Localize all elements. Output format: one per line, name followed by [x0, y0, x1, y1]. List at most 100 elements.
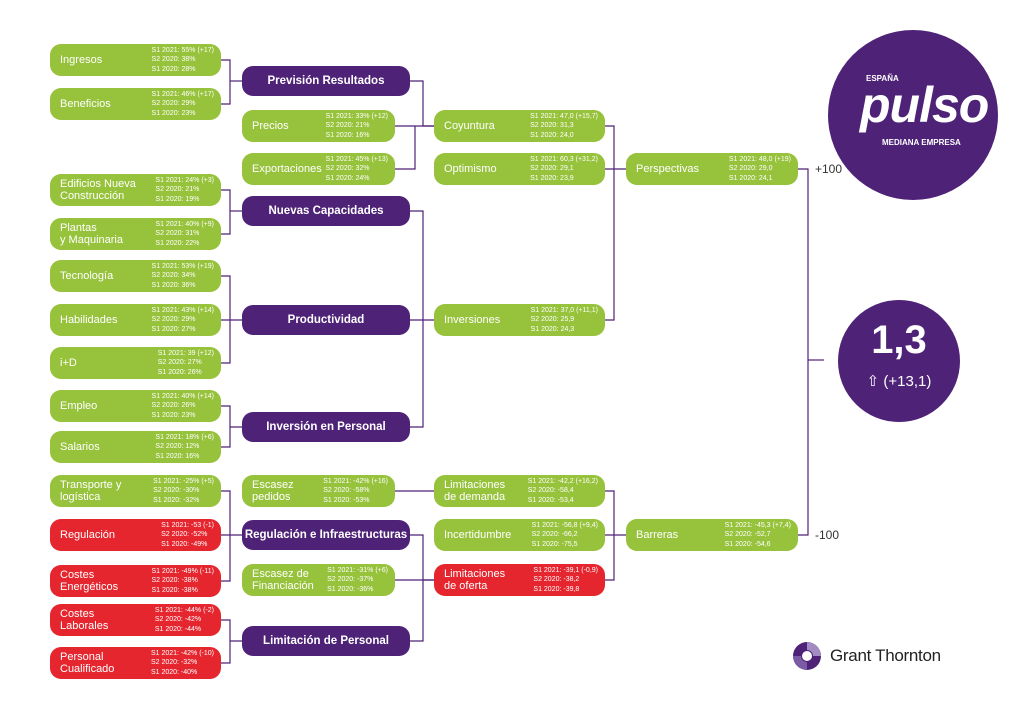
node-salarios: Salarios S1 2021: 18% (+6) S2 2020: 12% …	[50, 431, 221, 463]
node-label: Tecnología	[60, 269, 114, 282]
pulso-logo: ESPAÑA pulso MEDIANA EMPRESA	[828, 30, 998, 200]
category-inversion-personal: Inversión en Personal	[242, 412, 410, 442]
node-costes-laborales: Costes Laborales S1 2021: -44% (-2) S2 2…	[50, 604, 221, 636]
node-label: Escasez pedidos	[252, 478, 294, 503]
index-change: ⇧ (+13,1)	[866, 373, 932, 390]
node-limitaciones-demanda: Limitaciones de demanda S1 2021: -42,2 (…	[434, 475, 605, 507]
node-label: Costes Laborales	[60, 607, 109, 632]
connector-exportaciones-coyuntura	[395, 126, 416, 170]
node-stats: S1 2021: 48,0 (+19) S2 2020: 29,0 S1 202…	[728, 156, 791, 182]
node-label: Precios	[252, 119, 289, 132]
connector-to-barreras	[605, 490, 626, 581]
category-regulacion-infraestructuras: Regulación e Infraestructuras	[242, 520, 410, 550]
node-label: Empleo	[60, 399, 98, 412]
node-transporte: Transporte y logística S1 2021: -25% (+5…	[50, 475, 221, 507]
connector-edificios-plantas	[221, 189, 231, 235]
node-stats: S1 2021: -56,8 (+9,4) S2 2020: -66,2 S1 …	[531, 522, 598, 548]
node-stats: S1 2021: -45,3 (+7,4) S2 2020: -52,7 S1 …	[724, 522, 791, 548]
node-label: Edificios Nueva Construcción	[60, 177, 136, 202]
logo-subtitle: MEDIANA EMPRESA	[882, 138, 961, 147]
node-label: Habilidades	[60, 313, 118, 326]
connector-to-limitaciones-oferta	[410, 534, 434, 642]
scale-bottom-label: -100	[815, 528, 840, 542]
node-stats: S1 2021: 39 (+12) S2 2020: 27% S1 2020: …	[157, 350, 214, 376]
category-label: Previsión Resultados	[267, 75, 385, 87]
node-limitaciones-oferta: Limitaciones de oferta S1 2021: -39,1 (-…	[434, 564, 605, 596]
node-coyuntura: Coyuntura S1 2021: 47,0 (+15,7) S2 2020:…	[434, 110, 605, 142]
category-label: Regulación e Infraestructuras	[244, 529, 408, 541]
connector-to-productividad	[221, 275, 242, 364]
node-barreras: Barreras S1 2021: -45,3 (+7,4) S2 2020: …	[626, 519, 798, 551]
grant-thornton-logo: Grant Thornton	[792, 640, 941, 672]
node-stats: S1 2021: 18% (+6) S2 2020: 12% S1 2020: …	[155, 434, 214, 460]
node-label: Regulación	[60, 528, 116, 541]
node-label: Optimismo	[444, 162, 497, 175]
connector-to-perspectivas	[605, 125, 626, 321]
node-stats: S1 2021: -49% (-11) S2 2020: -38% S1 202…	[151, 568, 214, 594]
node-edificios: Edificios Nueva Construcción S1 2021: 24…	[50, 174, 221, 206]
node-label: i+D	[60, 356, 77, 369]
node-perspectivas: Perspectivas S1 2021: 48,0 (+19) S2 2020…	[626, 153, 798, 185]
node-label: Coyuntura	[444, 119, 495, 132]
node-stats: S1 2021: -39,1 (-0,9) S2 2020: -38,2 S1 …	[533, 567, 598, 593]
connector-to-scale	[798, 168, 809, 536]
node-label: Beneficios	[60, 97, 111, 110]
node-optimismo: Optimismo S1 2021: 60,3 (+31,2) S2 2020:…	[434, 153, 605, 185]
node-stats: S1 2021: 47,0 (+15,7) S2 2020: 31,3 S1 2…	[530, 113, 598, 139]
grant-thornton-mark-icon	[793, 642, 821, 670]
connector-prevision-coyuntura	[410, 80, 434, 127]
category-label: Nuevas Capacidades	[268, 205, 384, 217]
index-value: 1,3	[871, 318, 927, 362]
node-label: Exportaciones	[252, 162, 322, 175]
connector-to-inversiones	[410, 210, 434, 428]
category-nuevas-capacidades: Nuevas Capacidades	[242, 196, 410, 226]
node-label: Escasez de Financiación	[252, 567, 314, 592]
category-productividad: Productividad	[242, 305, 410, 335]
node-label: Costes Energéticos	[60, 568, 119, 593]
node-stats: S1 2021: -25% (+5) S2 2020: -30% S1 2020…	[153, 478, 214, 504]
index-badge: 1,3 ⇧ (+13,1)	[838, 300, 960, 422]
category-label: Productividad	[287, 314, 365, 326]
node-stats: S1 2021: -53 (-1) S2 2020: -52% S1 2020:…	[161, 522, 214, 548]
node-stats: S1 2021: 40% (+9) S2 2020: 31% S1 2020: …	[155, 221, 214, 247]
node-stats: S1 2021: 33% (+12) S2 2020: 21% S1 2020:…	[325, 113, 388, 139]
node-regulacion: Regulación S1 2021: -53 (-1) S2 2020: -5…	[50, 519, 221, 551]
node-incertidumbre: Incertidumbre S1 2021: -56,8 (+9,4) S2 2…	[434, 519, 605, 551]
category-label: Inversión en Personal	[266, 421, 386, 433]
category-label: Limitación de Personal	[263, 635, 389, 647]
node-costes-energeticos: Costes Energéticos S1 2021: -49% (-11) S…	[50, 565, 221, 597]
node-stats: S1 2021: 46% (+17) S2 2020: 29% S1 2020:…	[151, 91, 214, 117]
node-stats: S1 2021: 40% (+14) S2 2020: 26% S1 2020:…	[151, 393, 214, 419]
node-stats: S1 2021: -42% (-10) S2 2020: -32% S1 202…	[150, 650, 214, 676]
node-stats: S1 2021: -31% (+6) S2 2020: -37% S1 2020…	[327, 567, 388, 593]
connector-to-inversion-personal	[221, 405, 242, 448]
scale-top-label: +100	[815, 162, 843, 176]
node-stats: S1 2021: 37,0 (+11,1) S2 2020: 25,9 S1 2…	[530, 307, 598, 333]
connector-ingresos-beneficios	[221, 59, 231, 105]
node-ingresos: Ingresos S1 2021: 55% (+17) S2 2020: 38%…	[50, 44, 221, 76]
node-stats: S1 2021: 55% (+17) S2 2020: 38% S1 2020:…	[151, 47, 214, 73]
node-label: Plantas y Maquinaria	[60, 221, 123, 246]
node-label: Incertidumbre	[444, 528, 512, 541]
node-stats: S1 2021: 53% (+19) S2 2020: 34% S1 2020:…	[151, 263, 214, 289]
node-plantas: Plantas y Maquinaria S1 2021: 40% (+9) S…	[50, 218, 221, 250]
node-stats: S1 2021: -42% (+16) S2 2020: -58% S1 202…	[323, 478, 388, 504]
logo-brand-name: pulso	[860, 77, 989, 133]
node-habilidades: Habilidades S1 2021: 43% (+14) S2 2020: …	[50, 304, 221, 336]
node-stats: S1 2021: 43% (+14) S2 2020: 29% S1 2020:…	[151, 307, 214, 333]
node-stats: S1 2021: 60,3 (+31,2) S2 2020: 29,1 S1 2…	[530, 156, 598, 182]
node-stats: S1 2021: 45% (+13) S2 2020: 32% S1 2020:…	[325, 156, 388, 182]
node-label: Limitaciones de oferta	[444, 567, 506, 592]
node-label: Ingresos	[60, 53, 103, 66]
node-inversiones: Inversiones S1 2021: 37,0 (+11,1) S2 202…	[434, 304, 605, 336]
node-label: Salarios	[60, 440, 100, 453]
category-limitacion-personal: Limitación de Personal	[242, 626, 410, 656]
node-imasd: i+D S1 2021: 39 (+12) S2 2020: 27% S1 20…	[50, 347, 221, 379]
node-exportaciones: Exportaciones S1 2021: 45% (+13) S2 2020…	[242, 153, 395, 185]
node-label: Inversiones	[444, 313, 501, 326]
node-stats: S1 2021: -42,2 (+16,2) S2 2020: -58,4 S1…	[527, 478, 598, 504]
node-label: Barreras	[636, 528, 679, 541]
logo-country: ESPAÑA	[866, 74, 899, 83]
